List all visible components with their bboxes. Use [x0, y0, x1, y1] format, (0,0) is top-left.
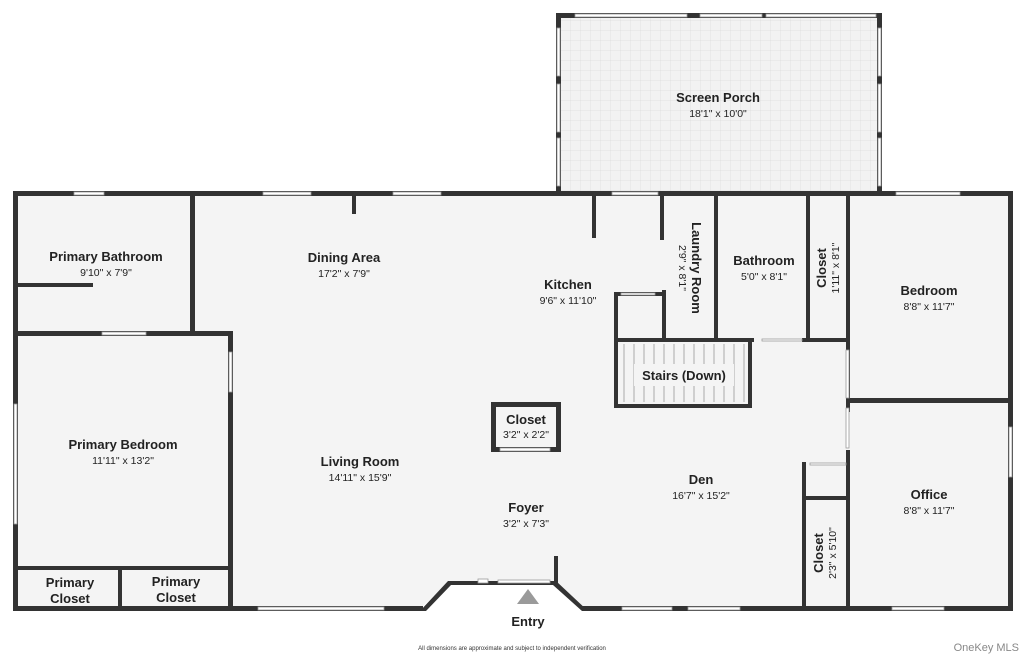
stairs-label-bg — [634, 364, 734, 386]
room-dims: 16'7" x 15'2" — [672, 490, 730, 502]
room-closet-upper: Closet 1'11" x 8'1" — [814, 242, 842, 293]
room-name: Bathroom — [733, 253, 794, 268]
room-dims: 8'8" x 11'7" — [904, 301, 955, 313]
room-dims: 3'2" x 7'3" — [503, 518, 549, 530]
windows — [13, 13, 1013, 611]
room-name: Primary Bathroom — [49, 249, 162, 264]
room-dims: 9'6" x 11'10" — [540, 295, 597, 307]
room-kitchen: Kitchen 9'6" x 11'10" — [540, 277, 597, 307]
room-laundry-room: Laundry Room 2'9" x 8'1" — [676, 222, 704, 314]
room-screen-porch: Screen Porch 18'1" x 10'0" — [676, 90, 760, 120]
room-primary-bedroom: Primary Bedroom 11'11" x 13'2" — [68, 437, 177, 467]
room-name: Stairs (Down) — [642, 368, 726, 383]
room-office: Office 8'8" x 11'7" — [904, 487, 955, 517]
room-name: Dining Area — [308, 250, 381, 265]
room-dims: 2'9" x 8'1" — [676, 245, 688, 291]
room-dims: 17'2" x 7'9" — [318, 268, 370, 280]
porch-floor — [558, 16, 880, 192]
room-dims: 2'3" x 5'10" — [827, 527, 839, 579]
room-primary-bathroom: Primary Bathroom 9'10" x 7'9" — [49, 249, 162, 279]
room-name: Laundry Room — [689, 222, 704, 314]
room-stairs: Stairs (Down) — [642, 368, 726, 383]
room-dims: 18'1" x 10'0" — [689, 108, 747, 120]
room-name: Primary Bedroom — [68, 437, 177, 452]
room-den: Den 16'7" x 15'2" — [672, 472, 730, 502]
entry-arrow-icon — [517, 589, 539, 604]
brand-watermark: OneKey MLS — [954, 642, 1019, 654]
house-floor — [15, 194, 1010, 609]
room-dims: 9'10" x 7'9" — [80, 267, 132, 279]
room-name: Office — [911, 487, 948, 502]
room-bedroom: Bedroom 8'8" x 11'7" — [900, 283, 957, 313]
room-name: Kitchen — [544, 277, 592, 292]
room-name: Closet — [506, 412, 546, 427]
room-closet-center: Closet 3'2" x 2'2" — [503, 412, 549, 441]
room-name: Den — [689, 472, 714, 487]
room-dims: 8'8" x 11'7" — [904, 505, 955, 517]
room-dims: 3'2" x 2'2" — [503, 429, 549, 441]
room-living-room: Living Room 14'11" x 15'9" — [321, 454, 400, 484]
room-foyer: Foyer 3'2" x 7'3" — [503, 500, 549, 530]
room-dims: 1'11" x 8'1" — [830, 242, 842, 293]
room-dims: 5'0" x 8'1" — [741, 271, 787, 283]
room-name: Foyer — [508, 500, 543, 515]
room-name: Closet — [814, 247, 829, 287]
room-dims: 11'11" x 13'2" — [92, 455, 154, 467]
room-bathroom: Bathroom 5'0" x 8'1" — [733, 253, 794, 283]
entry-label: Entry — [511, 614, 545, 629]
room-dining-area: Dining Area 17'2" x 7'9" — [308, 250, 381, 280]
room-name: Bedroom — [900, 283, 957, 298]
room-closet-lower: Closet 2'3" x 5'10" — [811, 527, 839, 579]
room-name: Living Room — [321, 454, 400, 469]
footer-note: All dimensions are approximate and subje… — [418, 646, 606, 652]
room-name: Screen Porch — [676, 90, 760, 105]
room-dims: 14'11" x 15'9" — [329, 472, 392, 484]
room-name: Closet — [811, 532, 826, 572]
